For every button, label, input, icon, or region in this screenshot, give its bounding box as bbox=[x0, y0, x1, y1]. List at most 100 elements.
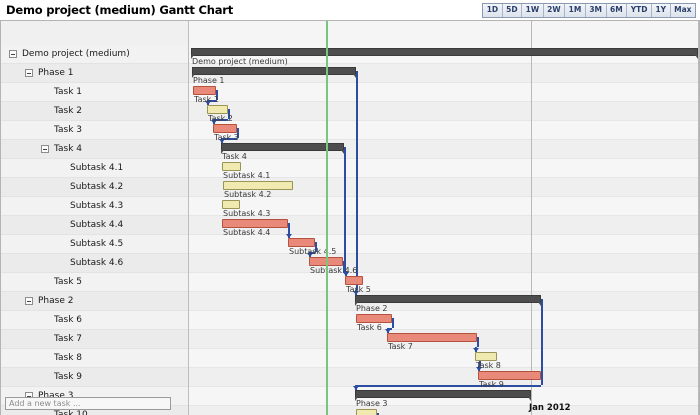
gantt-bar-task[interactable] bbox=[213, 124, 237, 133]
link-arrowhead-icon bbox=[476, 367, 482, 371]
chart-row bbox=[189, 273, 699, 292]
gantt-bar-milestone[interactable] bbox=[223, 181, 293, 190]
tree-row[interactable]: Task 1 bbox=[1, 83, 188, 102]
gantt-bar-summary[interactable] bbox=[355, 295, 541, 306]
gantt-bar-milestone[interactable] bbox=[222, 200, 240, 209]
zoom-button-max[interactable]: Max bbox=[670, 4, 695, 17]
link-arrowhead-icon bbox=[353, 386, 359, 390]
tree-row-label: Task 10 bbox=[54, 410, 88, 415]
gantt-bar-label: Subtask 4.1 bbox=[223, 171, 271, 180]
chart-row bbox=[189, 311, 699, 330]
gantt-bar-task[interactable] bbox=[345, 276, 363, 285]
add-new-task-input[interactable] bbox=[5, 397, 171, 410]
gantt-bar-milestone[interactable] bbox=[356, 409, 377, 415]
tree-row[interactable]: Demo project (medium) bbox=[1, 45, 188, 64]
link-arrowhead-icon bbox=[385, 329, 391, 333]
tree-row-label: Task 7 bbox=[54, 334, 83, 344]
tree-row-label: Task 9 bbox=[54, 372, 83, 382]
tree-row[interactable]: Subtask 4.2 bbox=[1, 178, 188, 197]
zoom-button-1d[interactable]: 1D bbox=[483, 4, 503, 17]
zoom-button-2w[interactable]: 2W bbox=[543, 4, 566, 17]
zoom-button-3m[interactable]: 3M bbox=[585, 4, 607, 17]
tree-row[interactable]: Task 5 bbox=[1, 273, 188, 292]
gantt-bar-summary[interactable] bbox=[355, 390, 531, 401]
gantt-bar-label: Task 1 bbox=[194, 95, 219, 104]
tree-row-label: Subtask 4.4 bbox=[70, 220, 124, 230]
link-segment bbox=[392, 318, 394, 328]
tree-row[interactable]: Task 4 bbox=[1, 140, 188, 159]
gantt-bar-label: Phase 3 bbox=[356, 399, 388, 408]
gantt-bar-label: Phase 2 bbox=[356, 304, 388, 313]
tree-row-label: Subtask 4.5 bbox=[70, 239, 124, 249]
tree-row[interactable]: Task 6 bbox=[1, 311, 188, 330]
collapse-toggle-icon[interactable] bbox=[41, 145, 49, 153]
tree-row[interactable]: Phase 1 bbox=[1, 64, 188, 83]
link-segment bbox=[221, 138, 237, 140]
gantt-bar-milestone[interactable] bbox=[222, 162, 241, 171]
gantt-bar-task[interactable] bbox=[288, 238, 315, 247]
collapse-toggle-icon[interactable] bbox=[9, 50, 17, 58]
gantt-bar-label: Subtask 4.6 bbox=[310, 266, 358, 275]
zoom-button-5d[interactable]: 5D bbox=[502, 4, 523, 17]
link-segment bbox=[228, 109, 230, 119]
today-marker-line bbox=[326, 21, 328, 415]
link-segment bbox=[207, 100, 216, 102]
gantt-bar-task[interactable] bbox=[387, 333, 477, 342]
gantt-bar-milestone[interactable] bbox=[207, 105, 228, 114]
gantt-bar-task[interactable] bbox=[222, 219, 288, 228]
zoom-button-6m[interactable]: 6M bbox=[606, 4, 628, 17]
task-tree-sidebar[interactable]: Demo project (medium) Phase 1 Task 1 Task 2… bbox=[1, 21, 189, 415]
tree-row[interactable]: Task 9 bbox=[1, 368, 188, 387]
link-segment bbox=[387, 328, 392, 330]
gantt-bar-task[interactable] bbox=[356, 314, 392, 323]
chart-gridline bbox=[698, 21, 699, 415]
gantt-bar-summary[interactable] bbox=[221, 143, 344, 154]
gantt-bar-task[interactable] bbox=[193, 86, 216, 95]
tree-row-label: Subtask 4.6 bbox=[70, 258, 124, 268]
zoom-button-1w[interactable]: 1W bbox=[522, 4, 544, 17]
gantt-bar-summary[interactable] bbox=[192, 67, 356, 78]
chart-row bbox=[189, 254, 699, 273]
tree-row[interactable]: Task 7 bbox=[1, 330, 188, 349]
tree-row[interactable]: Task 2 bbox=[1, 102, 188, 121]
link-segment bbox=[477, 337, 479, 347]
gantt-bar-label: Task 4 bbox=[222, 152, 247, 161]
tree-row[interactable]: Subtask 4.4 bbox=[1, 216, 188, 235]
tree-row-label: Task 1 bbox=[54, 87, 83, 97]
chart-row bbox=[189, 349, 699, 368]
zoom-button-1m[interactable]: 1M bbox=[565, 4, 586, 17]
tree-row-label: Phase 1 bbox=[38, 68, 74, 78]
zoom-button-1y[interactable]: 1Y bbox=[651, 4, 671, 17]
gantt-bar-label: Task 3 bbox=[214, 133, 239, 142]
gantt-bar-label: Task 8 bbox=[476, 361, 501, 370]
gantt-bar-label: Subtask 4.4 bbox=[223, 228, 271, 237]
link-segment bbox=[309, 252, 315, 254]
gantt-bar-label: Task 7 bbox=[388, 342, 413, 351]
gantt-bar-summary[interactable] bbox=[191, 48, 698, 59]
link-arrowhead-icon bbox=[307, 253, 313, 257]
tree-row[interactable]: Task 10 bbox=[1, 406, 188, 415]
link-segment bbox=[377, 413, 379, 415]
tree-row[interactable]: Subtask 4.6 bbox=[1, 254, 188, 273]
tree-row[interactable]: Subtask 4.5 bbox=[1, 235, 188, 254]
tree-row[interactable]: Subtask 4.1 bbox=[1, 159, 188, 178]
link-arrowhead-icon bbox=[211, 120, 217, 124]
gantt-bar-milestone[interactable] bbox=[475, 352, 497, 361]
gantt-bar-label: Subtask 4.5 bbox=[289, 247, 337, 256]
tree-row[interactable]: Phase 2 bbox=[1, 292, 188, 311]
collapse-toggle-icon[interactable] bbox=[25, 69, 33, 77]
tree-row[interactable]: Task 8 bbox=[1, 349, 188, 368]
tree-row[interactable]: Subtask 4.3 bbox=[1, 197, 188, 216]
link-arrowhead-icon bbox=[286, 234, 292, 238]
gantt-bar-label: Task 9 bbox=[479, 380, 504, 389]
collapse-toggle-icon[interactable] bbox=[25, 297, 33, 305]
zoom-button-ytd[interactable]: YTD bbox=[627, 4, 652, 17]
tree-row[interactable]: Task 3 bbox=[1, 121, 188, 140]
gantt-bar-task[interactable] bbox=[478, 371, 541, 380]
tree-row-label: Task 4 bbox=[54, 144, 83, 154]
gantt-bar-label: Demo project (medium) bbox=[192, 57, 288, 66]
gantt-panel: Demo project (medium) Phase 1 Task 1 Task 2… bbox=[0, 20, 700, 415]
